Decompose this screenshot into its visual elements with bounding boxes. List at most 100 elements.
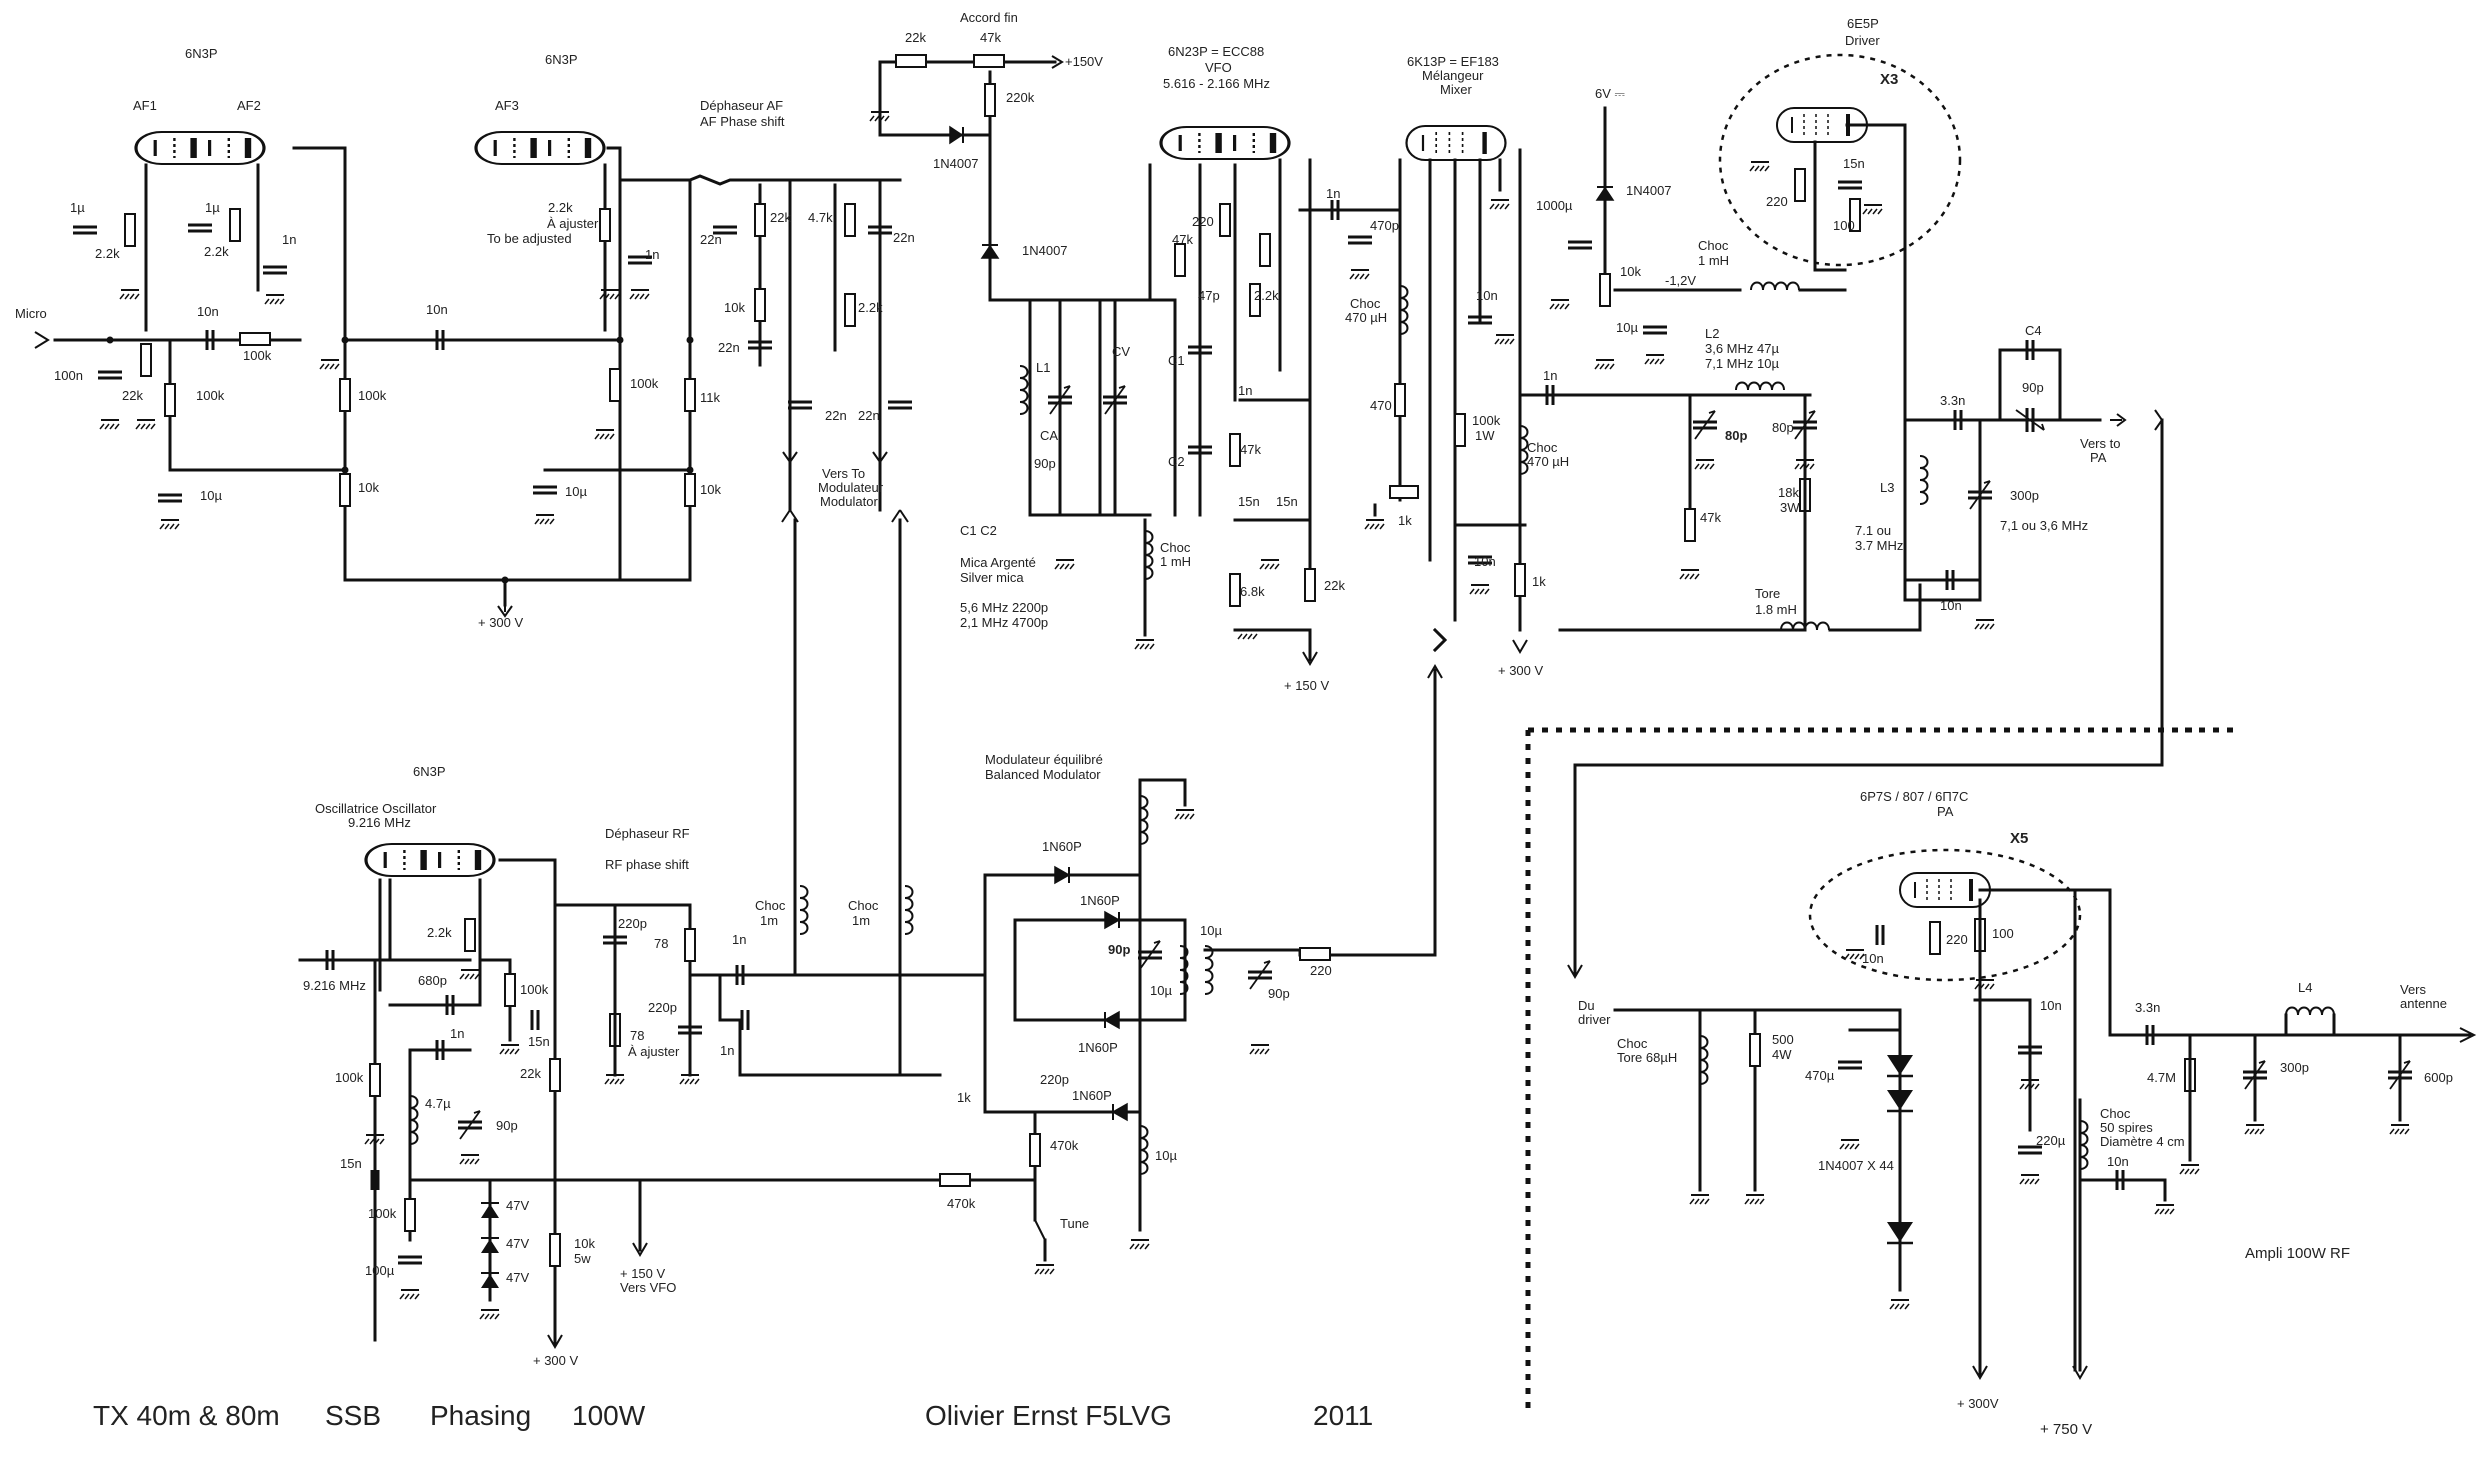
value-label: 1N60P [1080,893,1120,908]
capacitor [1346,235,1374,245]
resistor [684,928,696,962]
value-label: 220 [1766,194,1788,209]
capacitor [1836,1060,1864,1070]
value-label: 600p [2424,1070,2453,1085]
inductor-coil [1919,455,1929,505]
footer-type: Phasing [430,1400,531,1431]
vfo-coil-l1 [1019,365,1029,415]
value-label: 10k [700,482,721,497]
af-tube1-label: 6N3P [185,46,218,61]
vfo-plus150-label: +150V [1065,54,1103,69]
value-label: 100 [1833,218,1855,233]
value-label: 1N60P [1042,839,1082,854]
af-c-22n-e [886,400,914,410]
resistor [1794,168,1806,202]
ground-symbol [534,514,555,525]
variable-capacitor[interactable] [456,1109,484,1141]
pa-choc-in-2: Tore 68µH [1617,1050,1677,1065]
osc-xtal-label: 9.216 MHz [303,978,366,993]
inductor-coil [2285,1006,2335,1016]
value-label: 1n [282,232,296,247]
value-label: 47V [506,1198,529,1213]
variable-capacitor[interactable] [1691,409,1719,441]
driver-choc-1: Choc [1698,238,1729,253]
ground-symbol [1549,299,1570,310]
osc-vfo-2: Vers VFO [620,1280,676,1295]
value-label: 100n [54,368,83,383]
pa-diodes-label: 1N4007 X 44 [1818,1158,1894,1173]
value-label: 10µ [565,484,587,499]
value-label: 15n [1238,494,1260,509]
ground-symbol [1689,1194,1710,1205]
vfo-mica-4: 5,6 MHz 2200p [960,600,1048,615]
vfo-title-1: 6N23P = ECC88 [1168,44,1264,59]
vfo-title-2: VFO [1205,60,1232,75]
value-label: 90p [2022,380,2044,395]
value-label: 11k [700,390,720,405]
resistor [1299,947,1331,961]
driver-l3-1: 7.1 ou [1855,523,1891,538]
resistor [1029,1133,1041,1167]
af-to-mod-3: Modulator [820,494,878,509]
vfo-tuning-pot[interactable] [973,54,1005,68]
inductor-coil [904,885,914,935]
value-label: 10k [358,480,379,495]
ground-symbol [1489,199,1510,210]
ground-symbol [1174,809,1195,820]
value-label: 470µ [1805,1068,1835,1083]
ground-symbol [1034,1264,1055,1275]
value-label: 10n [1940,598,1962,613]
af1-label: AF1 [133,98,157,113]
value-label: 4W [1772,1047,1792,1062]
value-label: 10k [574,1236,595,1251]
af-phaser-label-2: AF Phase shift [700,114,785,129]
junction-dot [686,336,694,344]
vfo-mica-5: 2,1 MHz 4700p [960,615,1048,630]
value-label: 10n [197,304,219,319]
value-label: 2.2k [427,925,452,940]
value-label: 10n [1862,951,1884,966]
micro-input-arrow[interactable] [34,331,50,349]
footer-author: Olivier Ernst F5LVG [925,1400,1172,1431]
ground-symbol [1749,161,1770,172]
value-label: 10µ [200,488,222,503]
value-label: CV [1112,344,1130,359]
af-section: 6N3P 6N3P AF1 AF2 AF3 [15,46,915,630]
value-label: 10n [2107,1154,2129,1169]
value-label: 47k [1240,442,1261,457]
capacitor [740,1008,750,1032]
af-r-2k2-d [844,293,856,327]
value-label: 1m [852,913,870,928]
af-r-2k2-c [599,208,611,242]
value-label: 10n [1476,288,1498,303]
tune-switch[interactable] [1034,1219,1046,1241]
af-tube1 [134,130,266,166]
driver-tore-2: 1.8 mH [1755,602,1797,617]
ground-symbol [1644,354,1665,365]
vfo-tube [1159,125,1291,161]
af-c-1u-a [71,225,99,235]
pa-to-ant-2: antenne [2400,996,2447,1011]
value-label: 15n [340,1156,362,1171]
variable-capacitor[interactable] [1246,959,1274,991]
potentiometer[interactable] [1389,485,1419,499]
vfo-tuning-label: Accord fin [960,10,1018,25]
vfo-supply-label: + 150 V [1284,678,1330,693]
resistor [1749,1033,1761,1067]
ground-symbol [319,359,340,370]
ground-symbol [1974,979,1995,990]
osc-tube-label: 6N3P [413,764,446,779]
value-label: 1µ [205,200,220,215]
ground-symbol [1494,334,1515,345]
value-label: 90p [496,1118,518,1133]
value-label: 3.3n [1940,393,1965,408]
value-label: 1N60P [1072,1088,1112,1103]
af-r-22k-b [754,203,766,237]
value-label: C2 [1168,454,1185,469]
af-pot-100k[interactable] [239,332,271,346]
variable-capacitor[interactable] [1136,939,1164,971]
footer: TX 40m & 80m SSB Phasing 100W Olivier Er… [93,1400,1373,1431]
af-c-1u-b [186,223,214,233]
resistor [1304,568,1316,602]
value-label: 100µ [365,1263,395,1278]
